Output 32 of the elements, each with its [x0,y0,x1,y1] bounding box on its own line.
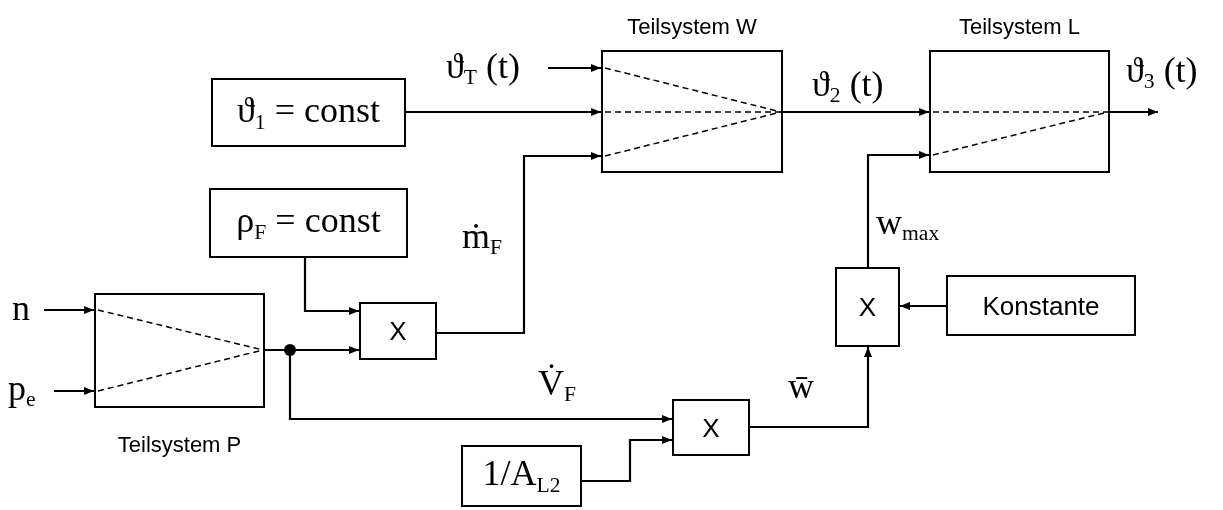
multiplier-block [359,302,437,360]
operator-text: X [702,414,720,441]
signal-arrow [582,436,672,483]
block-heading: Teilsystem L [959,16,1080,38]
constant-block [209,188,408,258]
signal-arrow [406,108,601,116]
operator-text: X [389,318,407,344]
block-heading: Teilsystem W [627,16,757,38]
signal-symbol: ϑ$_{T}$ (t) [446,48,520,90]
formula-text: ϑ$_{1}$ = const [237,91,380,134]
block-heading: Teilsystem P [117,434,242,456]
signal-symbol: p$_{e}$ [8,370,36,412]
block-label: Konstante [982,292,1100,319]
signal-arrow [1110,108,1158,116]
constant-block [211,78,406,147]
signal-arrow [54,387,94,395]
signal-arrow [303,258,359,315]
formula-text: ρ$_{F}$ = const [236,202,381,244]
signal-arrow [44,306,94,314]
signal-arrow [900,302,946,310]
signal-arrow [866,151,929,267]
multiplier-block [835,267,900,347]
multiplier-block [672,399,750,456]
signal-arrow [548,64,601,72]
formula-text: 1/A$_{L2}$ [482,455,561,497]
signal-arrow [750,347,872,429]
signal-arrow [437,152,601,335]
signal-symbol: n [12,290,30,326]
constant-block [461,445,582,507]
signal-arrow [783,108,929,116]
operator-text: X [858,294,877,320]
constant-block [946,275,1136,336]
